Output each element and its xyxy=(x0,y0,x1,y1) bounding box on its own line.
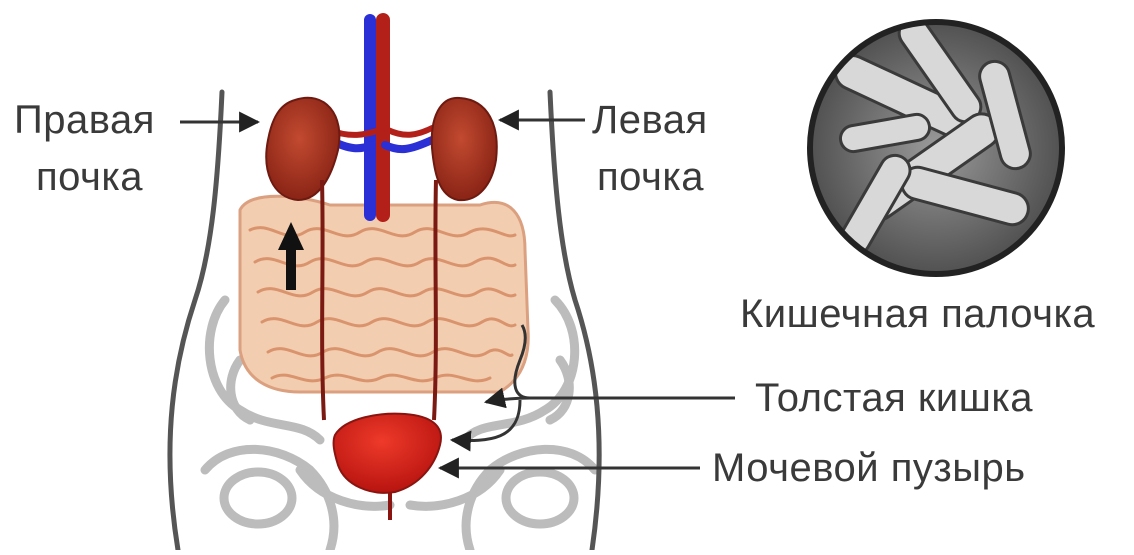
aorta-and-vena-cava xyxy=(330,20,432,215)
colon-label: Толстая кишка xyxy=(755,376,1033,420)
left-kidney-label-line2: почка xyxy=(597,155,704,199)
left-kidney xyxy=(432,98,497,200)
right-kidney-label-line1: Правая xyxy=(14,98,155,142)
ecoli-label: Кишечная палочка xyxy=(740,292,1095,336)
right-kidney xyxy=(266,98,339,200)
left-kidney-label-line1: Левая xyxy=(592,98,708,142)
intestines xyxy=(240,196,528,392)
right-kidney-label-line2: почка xyxy=(36,155,143,199)
bladder-label: Мочевой пузырь xyxy=(712,446,1026,490)
ecoli-micrograph xyxy=(810,12,1062,274)
